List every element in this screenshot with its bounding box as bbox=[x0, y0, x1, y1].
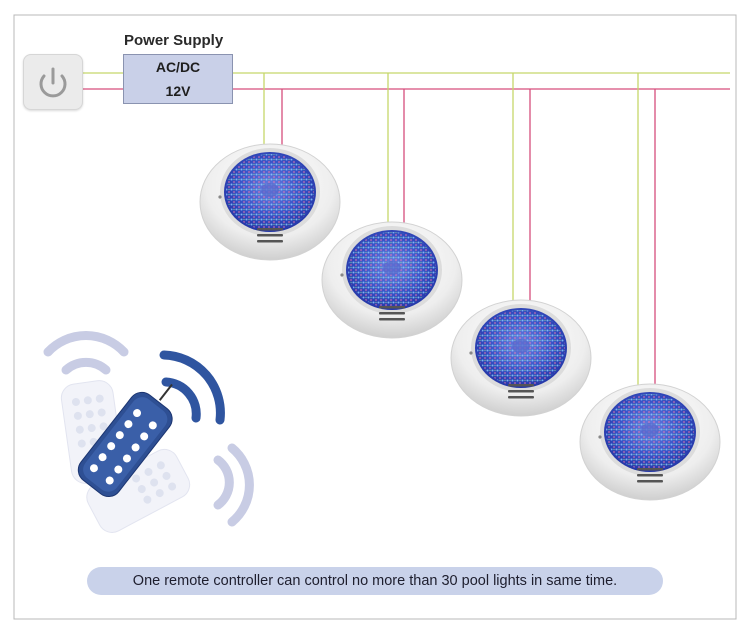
wireless-signal-icon bbox=[43, 331, 129, 375]
pool-light-icon bbox=[321, 221, 463, 339]
power-supply-title: Power Supply bbox=[124, 32, 224, 49]
pool-light-icon bbox=[450, 299, 592, 417]
power-button[interactable] bbox=[23, 54, 83, 110]
outer-border bbox=[13, 14, 737, 620]
power-supply-box: AC/DC 12V bbox=[123, 54, 233, 104]
power-supply-voltage: 12V bbox=[165, 83, 191, 99]
power-icon bbox=[39, 67, 67, 98]
remote-control-icon bbox=[86, 448, 191, 533]
caption-banner: One remote controller can control no mor… bbox=[87, 567, 663, 595]
pool-light-icon bbox=[199, 143, 341, 261]
wireless-signal-icon bbox=[159, 350, 225, 425]
wireless-signal-icon bbox=[213, 443, 254, 527]
pool-light-icon bbox=[579, 383, 721, 501]
remote-control-icon bbox=[77, 383, 173, 498]
power-supply-type: AC/DC bbox=[155, 59, 201, 75]
